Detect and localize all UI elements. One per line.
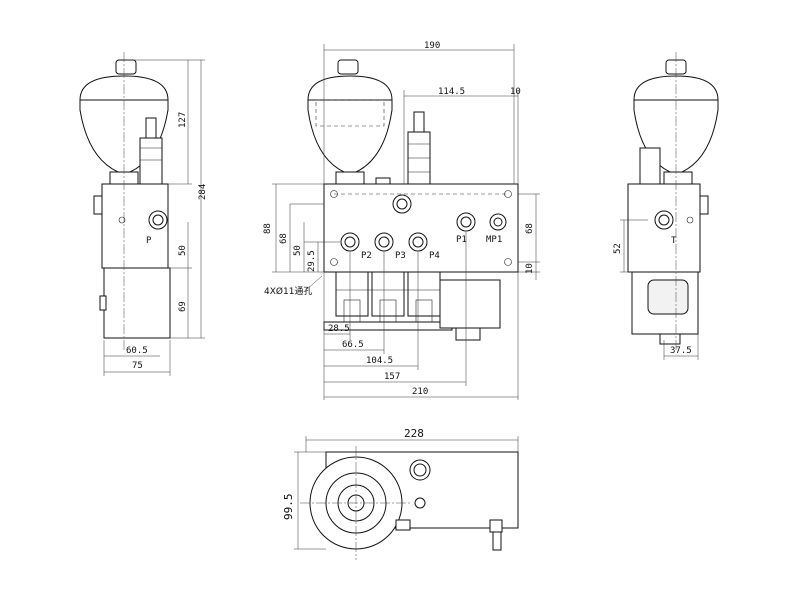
dim-66-5: 66.5 — [342, 340, 364, 350]
port-label-p2: P2 — [361, 251, 372, 261]
bottom-top-view: 228 99.5 — [282, 427, 519, 560]
dim-10-top: 10 — [510, 87, 521, 97]
solenoid-coil — [647, 279, 689, 315]
manifold-plate — [323, 183, 519, 273]
dim-50-main: 50 — [293, 245, 303, 256]
dim-69: 69 — [178, 301, 188, 312]
dim-228: 228 — [404, 427, 424, 440]
accumulator-body-main — [307, 99, 393, 173]
dim-114-5: 114.5 — [438, 87, 465, 97]
dim-284: 284 — [198, 184, 208, 200]
port-label-t: T — [671, 236, 677, 246]
dim-190: 190 — [424, 41, 440, 51]
dim-68-right: 68 — [525, 223, 535, 234]
dim-75: 75 — [132, 361, 143, 371]
side-plug — [93, 195, 103, 215]
dim-104-5: 104.5 — [366, 356, 393, 366]
port-label-p4: P4 — [429, 251, 440, 261]
port-label-p3: P3 — [395, 251, 406, 261]
dim-29-5: 29.5 — [307, 250, 317, 272]
directional-valve-3 — [407, 271, 441, 317]
note-holes: 4XØ11通孔 — [264, 286, 312, 297]
accumulator-cap-main — [337, 59, 359, 75]
dim-157: 157 — [384, 372, 400, 382]
side-block — [627, 183, 701, 273]
dim-88: 88 — [263, 223, 273, 234]
dim-127: 127 — [178, 112, 188, 128]
right-side-view: T 52 37.5 — [613, 52, 719, 360]
left-front-view: P 284 127 50 69 60.5 75 — [79, 52, 208, 376]
pump-motor — [103, 267, 171, 339]
dim-60-5: 60.5 — [126, 346, 148, 356]
dim-68-left: 68 — [279, 233, 289, 244]
directional-valve-2 — [371, 271, 405, 317]
dim-28-5: 28.5 — [328, 324, 350, 334]
dim-50: 50 — [178, 245, 188, 256]
port-label-mp1: MP1 — [486, 235, 502, 245]
dim-210: 210 — [412, 387, 428, 397]
valve-stem — [145, 117, 157, 139]
port-p-circle — [148, 210, 168, 230]
valve-cartridge — [139, 137, 163, 185]
accumulator-cap — [115, 59, 137, 75]
port-label-p1: P1 — [456, 235, 467, 245]
manifold-block — [101, 183, 169, 269]
dim-52: 52 — [613, 243, 623, 254]
dim-37-5: 37.5 — [670, 346, 692, 356]
port-label-p: P — [146, 236, 152, 246]
plan-valve-stem — [492, 531, 502, 551]
dim-99-5: 99.5 — [282, 494, 295, 521]
pump-housing — [439, 279, 501, 329]
dim-10-right: 10 — [525, 263, 535, 274]
valve-stem-main — [413, 111, 425, 133]
center-main-view: P2 P3 P4 P1 MP1 4XØ11通孔 88 68 50 29.5 — [263, 41, 540, 400]
directional-valve-1 — [335, 271, 369, 317]
